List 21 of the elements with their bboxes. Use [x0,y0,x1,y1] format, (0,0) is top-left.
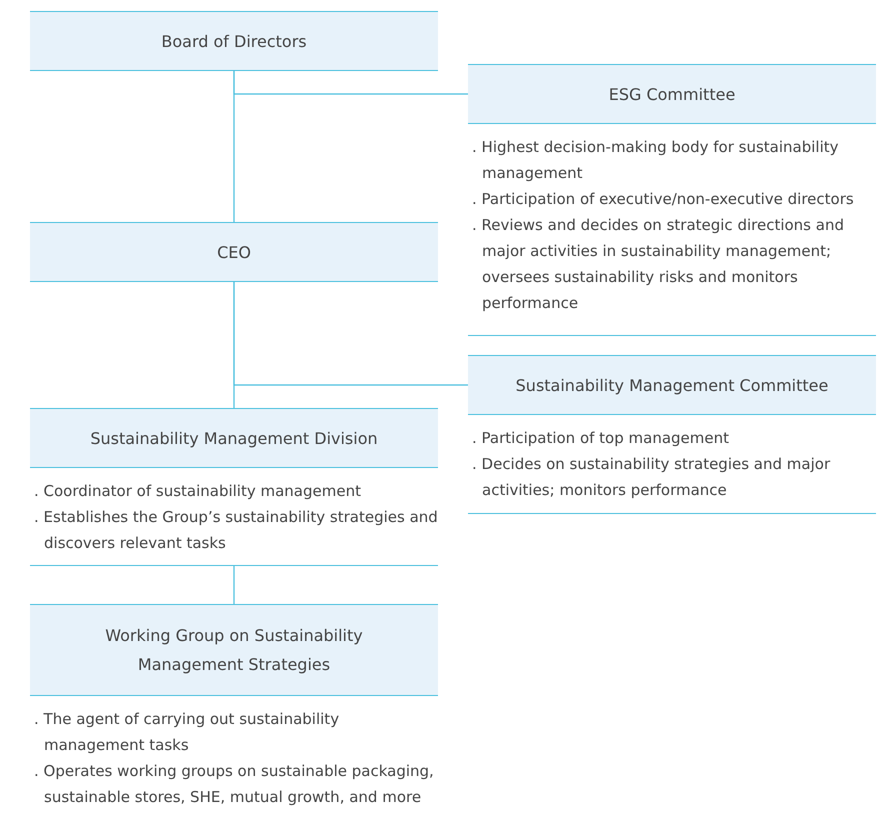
unit-title: Sustainability Management Committee [468,355,876,415]
org-unit [468,355,876,514]
description-bullet: . Decides on sustainability strategies and major activities; monitors performance [471,454,832,501]
unit-title: Sustainability Management Division [30,408,438,468]
unit-title: Board of Directors [30,11,438,71]
unit-title: ESG Committee [468,64,876,124]
connector-line [233,566,235,604]
description-bullet: . Reviews and decides on strategic directions and major activities in sustainability management; oversees sustainability risks and monitors performance [471,215,845,314]
description-bullet: . The agent of carrying out sustainability management tasks [33,709,340,756]
description-bullet: . Establishes the Group’s sustainability strategies and discovers relevant tasks [33,507,438,554]
org-unit [30,408,438,566]
connector-line [233,282,468,386]
description-bullet: . Operates working groups on sustainable packaging, sustainable stores, SHE, mutual growth, and more [33,761,435,808]
description-bullet: . Highest decision-making body for sustainability management [471,137,840,184]
connector-line [233,71,468,95]
description-bullet: . Participation of top management [471,428,730,449]
org-unit [468,64,876,336]
description-bullet: . Participation of executive/non-executive directors [471,189,855,210]
unit-title: CEO [30,222,438,282]
description-bullet: . Coordinator of sustainability management [33,481,362,502]
unit-title: Working Group on Sustainability Management Strategies [30,604,438,696]
